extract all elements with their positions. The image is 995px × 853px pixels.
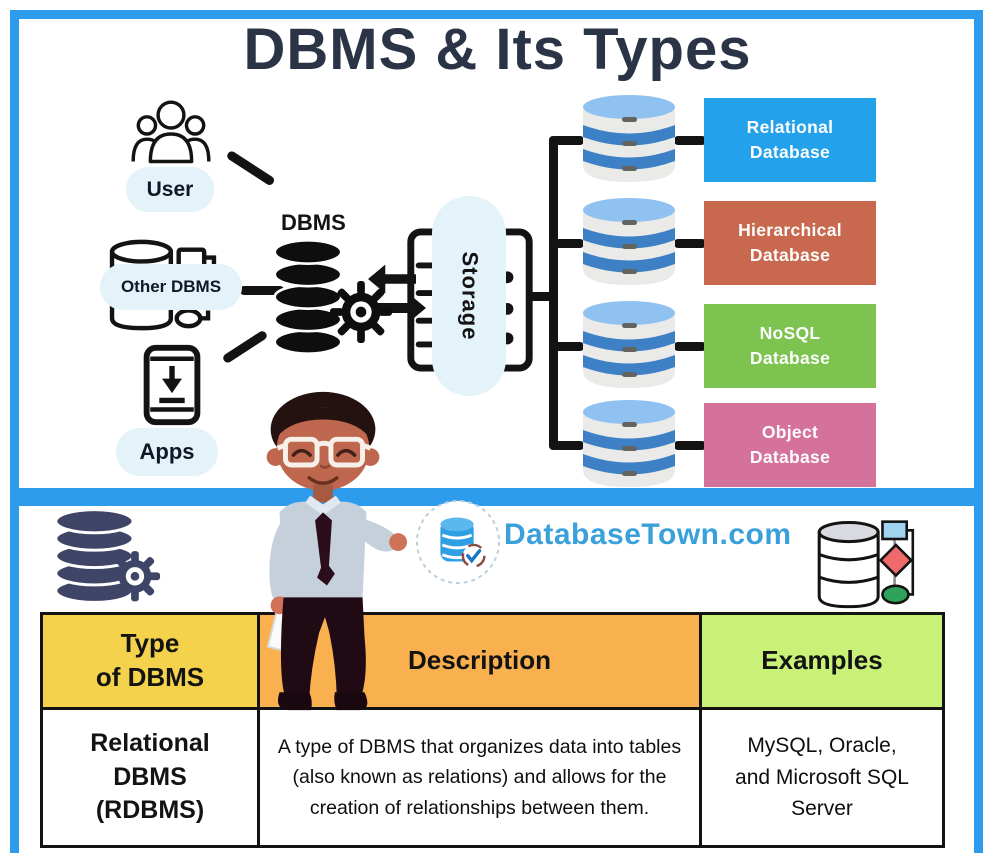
storage-to-bracket-line (514, 292, 556, 301)
db-cylinder-icon (576, 196, 682, 291)
cyl-box-line-3 (674, 342, 706, 351)
type-box-relational: Relational Database (704, 98, 876, 182)
db-cylinder-icon (576, 93, 682, 188)
cyl-box-line-1 (674, 136, 706, 145)
page-title: DBMS & Its Types (243, 17, 752, 82)
dbms-types-table: Type of DBMS Description Examples Relati… (40, 612, 945, 848)
database-gear-icon (54, 508, 161, 604)
apps-label-pill: Apps (116, 428, 218, 476)
table-cell-examples: MySQL, Oracle, and Microsoft SQL Server (735, 734, 909, 821)
table-cell-type: Relational DBMS (RDBMS) (43, 710, 260, 845)
storage-pill: Storage (432, 196, 506, 396)
type-box-nosql: NoSQL Database (704, 304, 876, 388)
bracket-stub-4 (552, 441, 584, 450)
other-dbms-label: Other DBMS (120, 277, 222, 296)
apps-label: Apps (139, 439, 195, 464)
users-icon (131, 100, 211, 164)
database-checkmark-badge-icon (415, 499, 501, 585)
arrow-left-icon (368, 264, 416, 294)
cyl-box-line-4 (674, 441, 706, 450)
table-header-examples: Examples (702, 615, 942, 710)
other-dbms-to-dbms-line (240, 286, 284, 295)
db-cylinder-icon (576, 299, 682, 394)
database-stack-icon (273, 238, 343, 356)
dbms-label: DBMS (281, 210, 346, 235)
bracket-stub-1 (552, 136, 584, 145)
db-cylinder-icon (576, 398, 682, 493)
gear-icon (330, 281, 392, 343)
brand-name: DatabaseTown.com (504, 518, 792, 551)
type-box-hierarchical: Hierarchical Database (704, 201, 876, 285)
arrow-right-icon (376, 293, 426, 323)
user-label-pill: User (126, 167, 214, 212)
cyl-box-line-2 (674, 239, 706, 248)
bracket-stub-2 (552, 239, 584, 248)
database-flowchart-icon (817, 520, 915, 609)
other-dbms-label-pill: Other DBMS (100, 264, 242, 310)
cartoon-character (266, 391, 408, 711)
table-cell-description: A type of DBMS that organizes data into … (260, 710, 702, 845)
user-label: User (146, 177, 194, 201)
table-header-type: Type of DBMS (43, 615, 260, 710)
smartphone-download-icon (143, 344, 201, 426)
bracket-stub-3 (552, 342, 584, 351)
bracket-vertical-line (549, 136, 558, 450)
type-box-object: Object Database (704, 403, 876, 487)
storage-label: Storage (457, 251, 483, 341)
